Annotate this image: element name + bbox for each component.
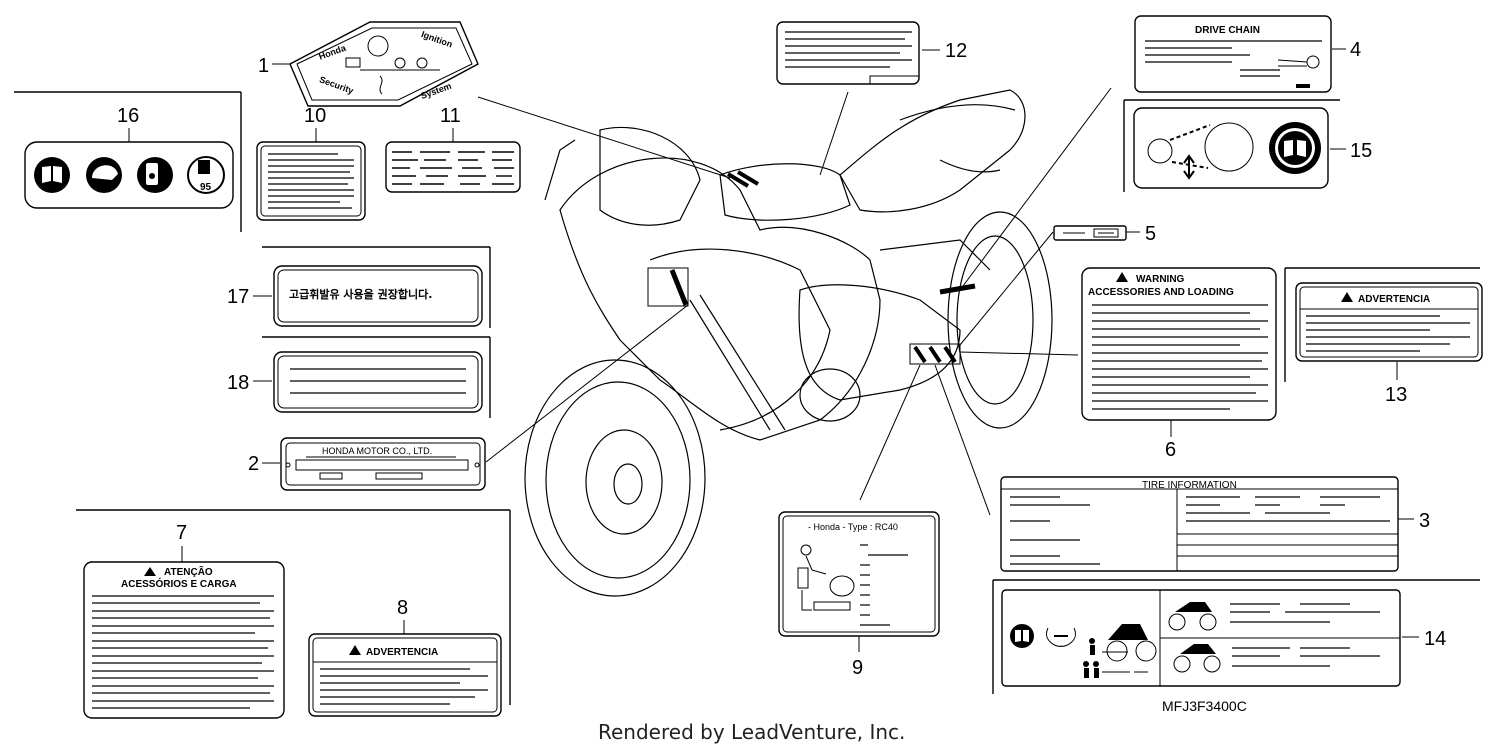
svg-text:95: 95 (200, 182, 212, 193)
callout-10: 10 (304, 105, 326, 127)
label-8-advertencia: ADVERTENCIA (308, 633, 502, 717)
svg-text:- Honda - Type : RC40: - Honda - Type : RC40 (808, 522, 898, 532)
callout-6: 6 (1165, 439, 1176, 461)
leader-lines (477, 87, 1112, 516)
label-10 (256, 141, 366, 221)
label-7-atencao: ATENÇÃO ACESSÓRIOS E CARGA (76, 509, 511, 719)
label-14-loading-icons (992, 579, 1480, 694)
callout-8: 8 (397, 597, 408, 619)
label-1-ignition-security: Honda Ignition Security System (289, 21, 479, 107)
motorcycle-illustration (524, 89, 1053, 597)
footer-credit: Rendered by LeadVenture, Inc. (598, 720, 905, 744)
callout-17: 17 (227, 286, 249, 308)
label-2-honda-motor-plate: HONDA MOTOR CO., LTD. (280, 437, 486, 491)
label-12 (776, 21, 920, 85)
label-15-chain-slack (1123, 99, 1340, 192)
callout-1: 1 (258, 55, 269, 77)
label-13-advertencia: ADVERTENCIA (1284, 267, 1483, 382)
label-9-type-plate: - Honda - Type : RC40 (778, 511, 940, 637)
label-4-drive-chain: DRIVE CHAIN (1134, 15, 1332, 93)
callout-12: 12 (945, 40, 967, 62)
callout-5: 5 (1145, 223, 1156, 245)
svg-text:ADVERTENCIA: ADVERTENCIA (1358, 294, 1430, 305)
label-17-korean: 고급휘발유 사용을 권장합니다. (262, 246, 491, 328)
label-5 (1053, 225, 1127, 241)
reference-numbers: 1 2 3 4 5 6 7 8 9 10 11 12 13 14 15 16 1… (117, 39, 1446, 679)
svg-text:고급휘발유 사용을 권장합니다.: 고급휘발유 사용을 권장합니다. (289, 287, 432, 301)
diagram-code: MFJ3F3400C (1162, 698, 1247, 714)
label-18 (262, 336, 491, 418)
svg-text:HONDA MOTOR CO., LTD.: HONDA MOTOR CO., LTD. (322, 446, 432, 456)
callout-3: 3 (1419, 510, 1430, 532)
svg-text:ADVERTENCIA: ADVERTENCIA (366, 647, 438, 658)
svg-text:DRIVE CHAIN: DRIVE CHAIN (1195, 25, 1260, 36)
label-16-icons: 95 (14, 91, 242, 232)
label-11 (385, 141, 521, 193)
svg-text:WARNING: WARNING (1136, 274, 1185, 285)
manual-icon (1010, 624, 1034, 648)
callout-4: 4 (1350, 39, 1361, 61)
callout-9: 9 (852, 657, 863, 679)
fuel-octane-icon (187, 156, 225, 194)
callout-2: 2 (248, 453, 259, 475)
callout-13: 13 (1385, 384, 1407, 406)
svg-text:ACCESSORIES AND LOADING: ACCESSORIES AND LOADING (1088, 287, 1234, 298)
manual-icon (34, 157, 70, 193)
callout-16: 16 (117, 105, 139, 127)
callout-7: 7 (176, 522, 187, 544)
svg-text:ATENÇÃO: ATENÇÃO (164, 565, 213, 578)
callout-11: 11 (440, 105, 461, 127)
callout-15: 15 (1350, 140, 1372, 162)
svg-text:ACESSÓRIOS E CARGA: ACESSÓRIOS E CARGA (121, 577, 237, 590)
callout-14: 14 (1424, 628, 1446, 650)
callout-18: 18 (227, 372, 249, 394)
label-6-warning: WARNING ACCESSORIES AND LOADING (1081, 267, 1277, 421)
label-3-tire-information: TIRE INFORMATION (1000, 476, 1399, 572)
svg-text:TIRE INFORMATION: TIRE INFORMATION (1142, 480, 1237, 491)
